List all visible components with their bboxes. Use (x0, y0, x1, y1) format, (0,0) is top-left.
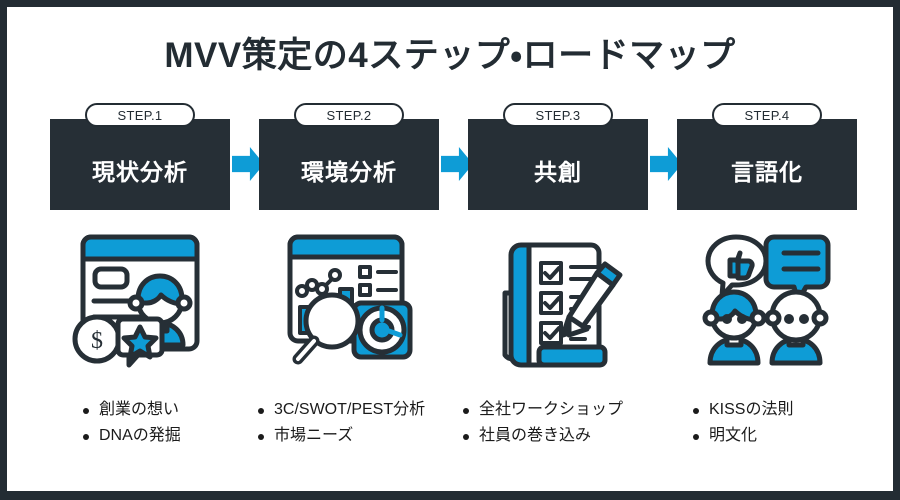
profile-card-icon: $ (72, 234, 200, 368)
illustration-cell-1: $ (50, 223, 230, 383)
step-title-1: 現状分析 (92, 159, 188, 185)
step-title-2: 環境分析 (301, 159, 397, 185)
page-title: MVV策定の4ステップ・ロードマップ (164, 36, 736, 75)
list-item: 創業の想い (83, 397, 292, 423)
bullet-list-4: KISSの法則 明文化 (687, 397, 900, 449)
step-panel-row: 現状分析 STEP.1 環境分析 STEP.2 共創 STEP.3 言語化 ST… (7, 103, 893, 213)
list-item: 社員の巻き込み (463, 423, 672, 449)
illustration-row: $ (7, 223, 893, 383)
bullet-list-2: 3C/SWOT/PEST分析 市場ニーズ (252, 397, 467, 449)
step-panel-4[interactable]: 言語化 (677, 119, 857, 210)
list-item: 3C/SWOT/PEST分析 (258, 397, 467, 423)
step-panel-3[interactable]: 共創 (468, 119, 648, 210)
illustration-cell-2 (259, 223, 439, 383)
list-item: KISSの法則 (693, 397, 900, 423)
list-item: 全社ワークショップ (463, 397, 672, 423)
step-title-3: 共創 (534, 159, 582, 185)
bullet-list-row: 創業の想い DNAの発掘 3C/SWOT/PEST分析 市場ニーズ 全社ワークシ… (7, 397, 893, 467)
step-panel-2[interactable]: 環境分析 (259, 119, 439, 210)
svg-text:$: $ (91, 328, 103, 354)
bullet-list-3: 全社ワークショップ 社員の巻き込み (457, 397, 672, 449)
analytics-dashboard-icon (287, 234, 413, 365)
illustration-cell-4 (677, 223, 857, 383)
step-badge-4: STEP.4 (712, 103, 822, 127)
step-badge-1: STEP.1 (85, 103, 195, 127)
step-badge-2: STEP.2 (294, 103, 404, 127)
list-item: 明文化 (693, 423, 900, 449)
step-panel-1[interactable]: 現状分析 (50, 119, 230, 210)
step-badge-3: STEP.3 (503, 103, 613, 127)
illustration-cell-3 (468, 223, 648, 383)
checklist-pencil-icon (502, 242, 623, 368)
infographic-canvas: MVV策定の4ステップ・ロードマップ 現状分析 STEP.1 環境分析 STEP… (7, 7, 893, 491)
people-speech-icon (702, 234, 831, 366)
list-item: 市場ニーズ (258, 423, 467, 449)
list-item: DNAの発掘 (83, 423, 292, 449)
bullet-list-1: 創業の想い DNAの発掘 (77, 397, 292, 449)
step-title-4: 言語化 (731, 159, 803, 185)
